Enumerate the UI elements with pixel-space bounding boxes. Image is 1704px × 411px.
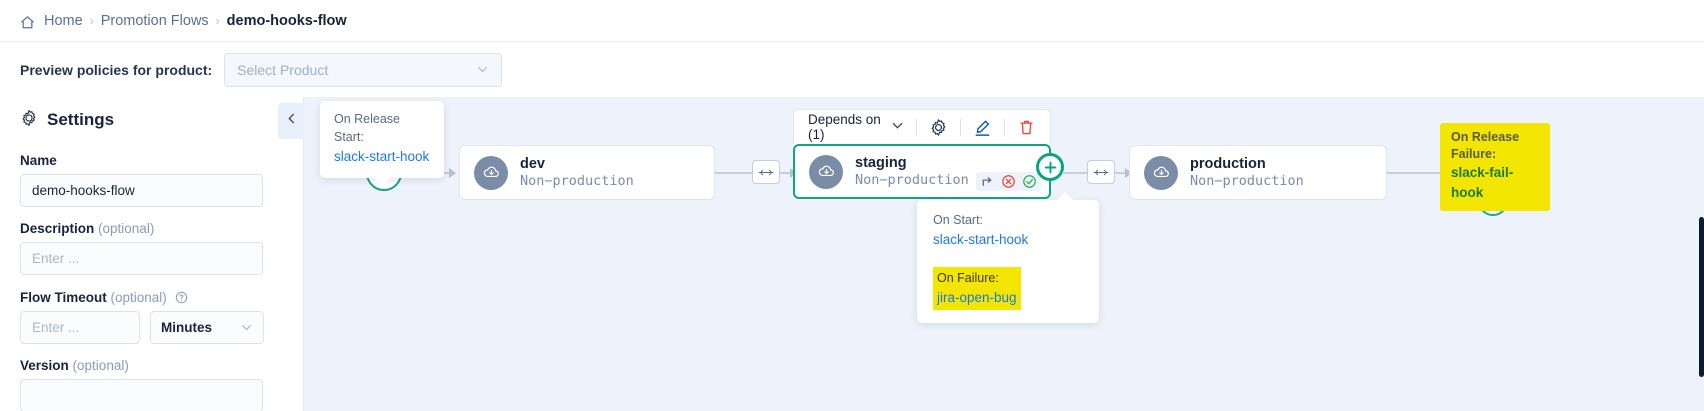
chevron-down-icon xyxy=(476,63,489,76)
tooltip-staging-failure-highlight: On Failure: jira-open-bug xyxy=(933,267,1021,310)
cloud-icon xyxy=(809,154,843,189)
tooltip-release-start-link[interactable]: slack-start-hook xyxy=(334,149,430,164)
version-label-text: Version xyxy=(20,358,69,373)
flow-node-dev[interactable]: dev Non−production xyxy=(459,145,715,200)
edge-staging-production-right xyxy=(1115,172,1127,174)
on-start-hook-icon[interactable] xyxy=(980,174,995,189)
edge-start-dev-arrow xyxy=(449,168,456,178)
help-icon[interactable] xyxy=(175,291,188,304)
toolbar-divider-1 xyxy=(916,118,918,136)
name-input-value: demo-hooks-flow xyxy=(32,183,135,198)
flow-node-production-subtitle: Non−production xyxy=(1190,172,1304,189)
tooltip-arrow-icon xyxy=(1057,192,1073,200)
version-field-label: Version (optional) xyxy=(20,358,283,373)
breadcrumb-separator-1: › xyxy=(89,13,94,28)
flow-timeout-placeholder: Enter ... xyxy=(32,320,80,335)
description-input[interactable]: Enter ... xyxy=(20,242,263,275)
home-icon xyxy=(20,15,35,30)
edge-dev-staging-left xyxy=(715,172,762,174)
description-label-text: Description xyxy=(20,221,95,236)
delete-trash-icon[interactable] xyxy=(1017,118,1036,137)
flow-node-staging-text: staging Non−production xyxy=(855,155,969,189)
flow-node-staging[interactable]: staging Non−production xyxy=(793,144,1051,199)
canvas-vertical-scrollbar[interactable] xyxy=(1699,217,1704,377)
cloud-icon xyxy=(474,155,508,190)
settings-gear-icon[interactable] xyxy=(929,118,948,137)
condition-gate-dev-staging[interactable] xyxy=(752,160,780,184)
select-product-value: Select Product xyxy=(237,61,329,78)
breadcrumb-separator-2: › xyxy=(215,13,220,28)
name-label-text: Name xyxy=(20,153,57,168)
breadcrumb-home[interactable]: Home xyxy=(44,12,83,29)
node-toolbar-staging: Depends on (1) xyxy=(793,109,1051,144)
flow-timeout-optional-text: (optional) xyxy=(110,290,167,305)
tooltip-staging-hooks: On Start: slack-start-hook On Failure: j… xyxy=(917,192,1099,323)
flow-node-staging-subtitle: Non−production xyxy=(855,171,969,188)
chevron-down-icon xyxy=(891,119,904,135)
flow-timeout-unit-value: Minutes xyxy=(161,320,213,335)
toolbar-divider-2 xyxy=(960,118,962,136)
tooltip-release-failure-label: On Release Failure: xyxy=(1451,130,1520,161)
name-input[interactable]: demo-hooks-flow xyxy=(20,174,263,207)
version-optional-text: (optional) xyxy=(72,358,129,373)
tooltip-arrow-icon xyxy=(374,178,390,186)
add-node-button[interactable] xyxy=(1036,153,1064,181)
settings-title: Settings xyxy=(47,110,115,129)
tooltip-staging-on-failure-link[interactable]: jira-open-bug xyxy=(937,290,1017,305)
condition-gate-staging-production[interactable] xyxy=(1087,160,1115,184)
flow-node-production[interactable]: production Non−production xyxy=(1129,145,1387,200)
flow-node-production-text: production Non−production xyxy=(1190,156,1304,190)
tooltip-release-failure-link[interactable]: slack-fail-hook xyxy=(1451,165,1514,200)
tooltip-staging-on-start-label: On Start: xyxy=(933,213,984,227)
tooltip-staging-on-failure-label: On Failure: xyxy=(937,271,999,285)
gear-icon xyxy=(20,109,38,132)
version-input[interactable] xyxy=(20,379,263,411)
tooltip-release-failure: On Release Failure: slack-fail-hook xyxy=(1440,123,1550,211)
flow-timeout-unit-select[interactable]: Minutes xyxy=(150,311,264,344)
collapse-sidebar-button[interactable] xyxy=(278,103,304,139)
flow-canvas[interactable]: dev Non−production Depends on (1) xyxy=(304,97,1704,411)
settings-header: Settings xyxy=(20,101,283,139)
preview-policies-bar: Preview policies for product: Select Pro… xyxy=(0,41,1704,97)
tooltip-release-start: On Release Start: slack-start-hook xyxy=(320,101,444,186)
edge-staging-production-arrow xyxy=(1125,168,1132,178)
flow-node-staging-actions xyxy=(976,172,1041,191)
chevron-left-icon xyxy=(285,112,298,130)
flow-node-dev-subtitle: Non−production xyxy=(520,172,634,189)
chevron-down-icon xyxy=(240,321,253,334)
depends-on-label: Depends on (1) xyxy=(808,112,881,142)
description-placeholder: Enter ... xyxy=(32,251,80,266)
breadcrumb: Home › Promotion Flows › demo-hooks-flow xyxy=(0,0,1704,41)
flow-timeout-row: Enter ... Minutes xyxy=(20,311,283,344)
select-product-dropdown[interactable]: Select Product xyxy=(224,52,503,87)
breadcrumb-current: demo-hooks-flow xyxy=(226,12,347,29)
edge-staging-production-left xyxy=(1062,172,1095,174)
edit-pencil-icon[interactable] xyxy=(973,118,992,137)
flow-node-production-title: production xyxy=(1190,155,1266,172)
flow-node-staging-title: staging xyxy=(855,154,907,171)
edge-dev-staging-right xyxy=(780,172,792,174)
tooltip-staging-on-start-link[interactable]: slack-start-hook xyxy=(933,232,1029,247)
settings-sidebar: Settings Name demo-hooks-flow Descriptio… xyxy=(0,97,304,411)
description-optional-text: (optional) xyxy=(98,221,155,236)
on-failure-hook-icon[interactable] xyxy=(1001,174,1016,189)
tooltip-release-start-label: On Release Start: xyxy=(334,112,401,144)
description-field-label: Description (optional) xyxy=(20,221,283,236)
breadcrumb-promotion-flows[interactable]: Promotion Flows xyxy=(100,12,209,29)
flow-node-dev-text: dev Non−production xyxy=(520,156,634,190)
depends-on-button[interactable]: Depends on (1) xyxy=(808,112,904,142)
cloud-icon xyxy=(1144,155,1178,190)
toolbar-divider-3 xyxy=(1004,118,1006,136)
on-success-hook-icon[interactable] xyxy=(1022,174,1037,189)
preview-policies-label: Preview policies for product: xyxy=(20,61,213,78)
edge-production-end xyxy=(1387,172,1475,174)
flow-timeout-label-text: Flow Timeout xyxy=(20,290,107,305)
flow-timeout-field-label: Flow Timeout (optional) xyxy=(20,289,283,305)
flow-node-dev-title: dev xyxy=(520,155,545,172)
name-field-label: Name xyxy=(20,153,283,168)
flow-timeout-input[interactable]: Enter ... xyxy=(20,311,140,344)
